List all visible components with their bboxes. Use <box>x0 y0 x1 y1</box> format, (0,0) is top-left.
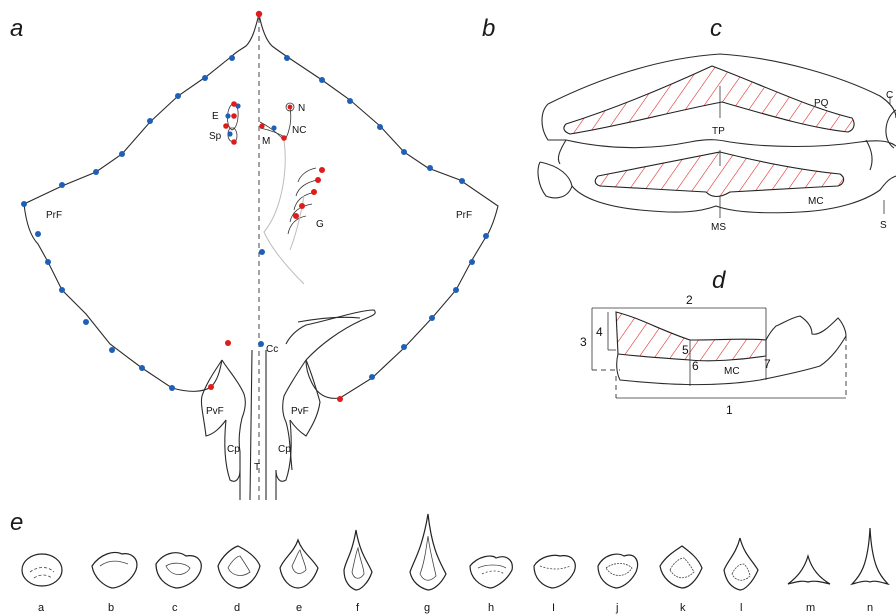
label-Cp-right: Cp <box>278 444 291 455</box>
denticle-h <box>470 556 512 588</box>
label-C: C <box>886 90 893 101</box>
label-Cc: Cc <box>266 344 278 355</box>
denticle-e <box>280 540 318 588</box>
denticle-label-a: a <box>38 602 45 614</box>
denticle-b <box>92 553 137 589</box>
denticle-label-I: I <box>552 602 555 614</box>
label-Sp: Sp <box>209 131 222 142</box>
label-S: S <box>880 220 887 231</box>
panel-label-c: c <box>710 15 722 42</box>
denticle-label-m: m <box>806 602 815 614</box>
label-E: E <box>212 111 219 122</box>
label-G: G <box>316 219 324 230</box>
label-T: T <box>254 462 260 473</box>
label-PvF-left: PvF <box>206 406 224 417</box>
label-TP: TP <box>712 126 725 137</box>
denticle-l <box>724 538 758 590</box>
denticle-label-g: g <box>424 602 430 614</box>
measure-1: 1 <box>726 403 733 417</box>
denticle-d <box>218 546 260 588</box>
denticle-row <box>22 514 888 590</box>
denticle-label-c: c <box>172 602 178 614</box>
measure-5: 5 <box>682 343 689 357</box>
denticle-label-k: k <box>680 602 686 614</box>
label-NC: NC <box>292 125 306 136</box>
measure-7: 7 <box>764 357 771 371</box>
denticle-labels: a b c d e f g h I j k l m n <box>38 602 873 614</box>
denticle-label-j: j <box>615 602 618 614</box>
label-PrF-left: PrF <box>46 210 62 221</box>
denticle-I <box>534 555 575 588</box>
label-MC-jaw: MC <box>808 196 824 207</box>
denticle-f <box>344 530 372 590</box>
denticle-label-b: b <box>108 602 114 614</box>
denticle-label-e: e <box>296 602 302 614</box>
measure-6: 6 <box>692 359 699 373</box>
panel-label-d: d <box>712 267 726 294</box>
denticle-g <box>410 514 446 590</box>
denticle-c <box>156 553 201 588</box>
denticle-j <box>598 554 638 588</box>
denticle-label-d: d <box>234 602 240 614</box>
denticle-label-f: f <box>356 602 360 614</box>
ray-body-outline <box>24 14 498 500</box>
denticle-label-l: l <box>740 602 742 614</box>
measure-2: 2 <box>686 293 693 307</box>
label-PvF-right: PvF <box>291 406 309 417</box>
gill-arcs <box>264 140 318 284</box>
denticle-a <box>22 554 62 586</box>
label-Cp-left: Cp <box>227 444 240 455</box>
panel-label-b: b <box>482 15 495 42</box>
label-MS: MS <box>711 222 726 233</box>
blue-landmarks <box>21 55 489 391</box>
denticle-k <box>660 546 702 588</box>
label-N: N <box>298 103 305 114</box>
label-M: M <box>262 136 270 147</box>
label-PrF-right: PrF <box>456 210 472 221</box>
measure-3: 3 <box>580 335 587 349</box>
panel-label-a: a <box>10 15 23 42</box>
denticle-m <box>788 556 830 584</box>
meckel-cartilage-diagram <box>592 308 846 398</box>
measure-4: 4 <box>596 325 603 339</box>
measure-MC: MC <box>724 366 740 377</box>
panel-label-e: e <box>10 509 23 536</box>
denticle-label-n: n <box>867 602 873 614</box>
label-PQ: PQ <box>814 98 829 109</box>
denticle-label-h: h <box>488 602 494 614</box>
denticle-n <box>852 528 888 584</box>
